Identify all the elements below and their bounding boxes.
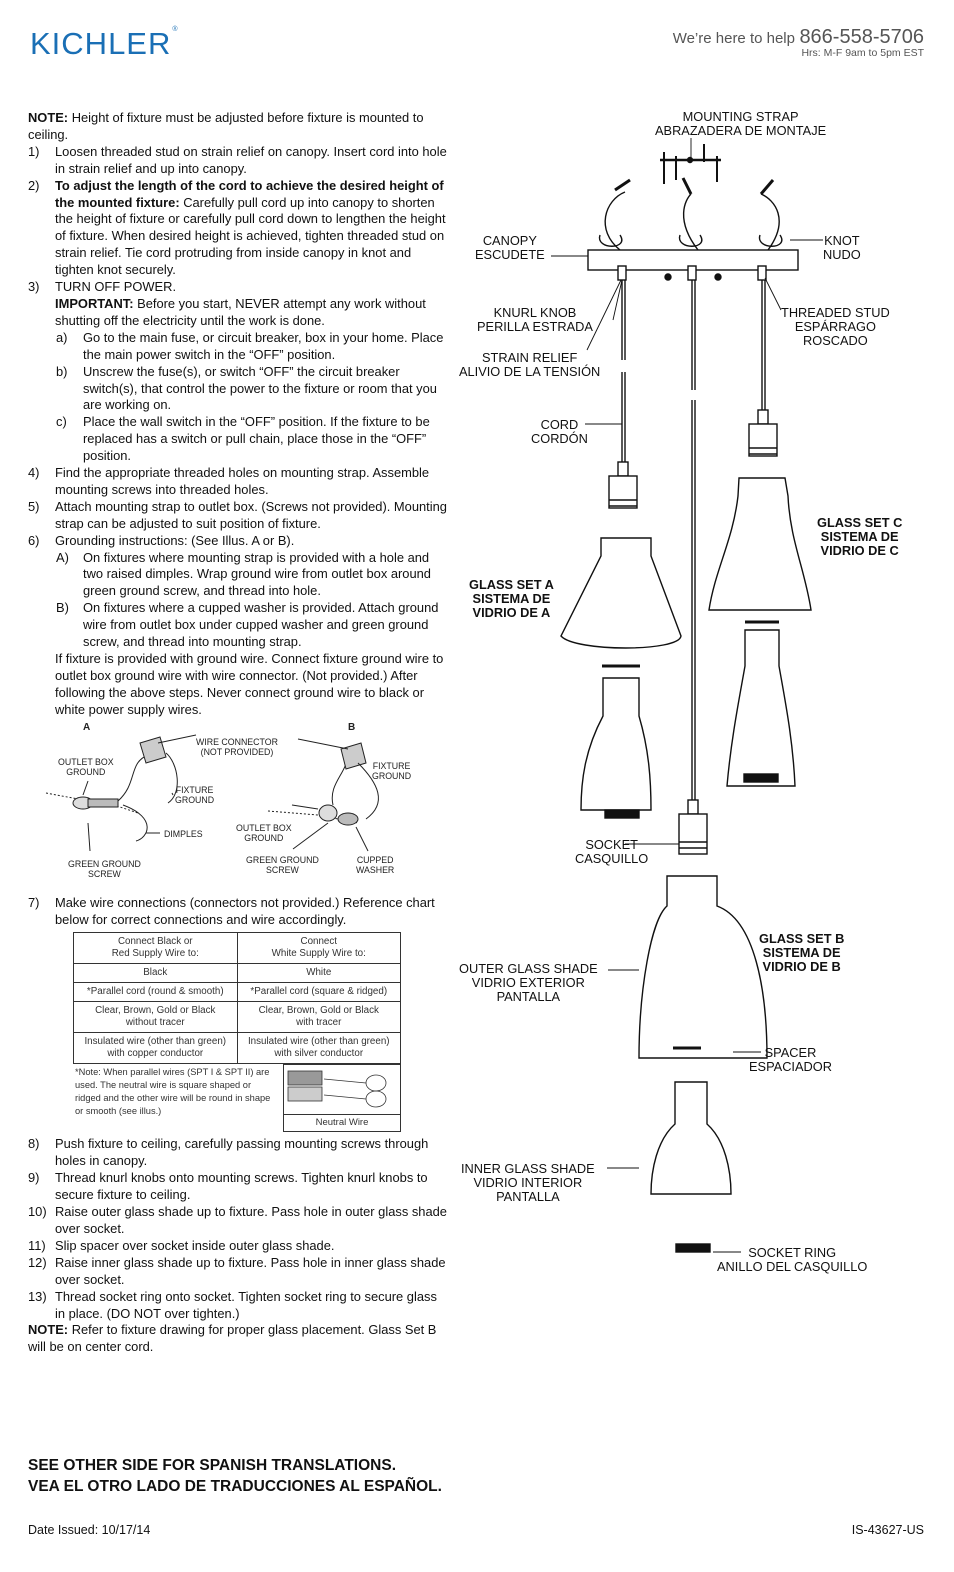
kichler-logo: KICHLER® [30,26,179,61]
dimples-label: DIMPLES [164,828,203,839]
threaded-stud-label: THREADED STUD ESPÁRRAGO ROSCADO [781,305,890,348]
outlet-box-ground-a-label: OUTLET BOX GROUND [58,756,114,777]
socket-label: SOCKET CASQUILLO [575,837,649,866]
step-3b: b)Unscrew the fuse(s), or switch “OFF” t… [56,363,437,413]
spanish-translation-note: SEE OTHER SIDE FOR SPANISH TRANSLATIONS.… [28,1455,442,1497]
fixture-exploded-diagram: MOUNTING STRAP ABRAZADERA DE MONTAJE CAN… [455,100,945,1300]
table-cell: Insulated wire (other than green) with s… [236,1032,401,1065]
strain-relief-label: STRAIN RELIEF ALIVIO DE LA TENSIÓN [459,350,601,379]
grounding-illustration: A B WIRE CONNECTOR (NOT PROVIDED) OUTLET… [28,721,448,895]
step-11: 11)Slip spacer over socket inside outer … [28,1237,335,1253]
wire-connection-table: Connect Black or Red Supply Wire to: Con… [73,932,401,1065]
parallel-wire-note: *Note: When parallel wires (SPT I & SPT … [73,1064,401,1136]
table-cell: Black [73,963,238,984]
table-cell: Clear, Brown, Gold or Black with tracer [236,1001,401,1034]
help-contact: We’re here to help 866-558-5706 Hrs: M-F… [673,26,924,59]
cupped-washer-label: CUPPED WASHER [356,854,395,875]
step-5: 5)Attach mounting strap to outlet box. (… [28,498,447,531]
step-12: 12)Raise inner glass shade up to fixture… [28,1254,446,1287]
step-2: 2)To adjust the length of the cord to ac… [28,177,446,278]
inner-glass-shade-label: INNER GLASS SHADE VIDRIO INTERIOR PANTAL… [461,1161,595,1204]
table-cell: White [236,963,401,984]
note-intro: NOTE: Height of fixture must be adjusted… [28,110,424,142]
socket-ring-label: SOCKET RING ANILLO DEL CASQUILLO [717,1245,868,1274]
step-10: 10)Raise outer glass shade up to fixture… [28,1204,447,1236]
step-13: 13)Thread socket ring onto socket. Tight… [28,1288,437,1321]
spacer-label: SPACER ESPACIADOR [749,1045,832,1074]
spanish-note-english: SEE OTHER SIDE FOR SPANISH TRANSLATIONS. [28,1457,397,1474]
parallel-cord-icon [287,1071,387,1108]
step-6: 6)Grounding instructions: (See Illus. A … [28,532,295,548]
cord-label: CORD CORDÓN [531,417,588,446]
green-ground-screw-a-label: GREEN GROUND SCREW [68,858,141,879]
instructions-column: NOTE: Height of fixture must be adjusted… [28,110,448,1356]
step-1: 1)Loosen threaded stud on strain relief … [28,143,447,176]
table-cell: *Parallel cord (square & ridged) [236,982,401,1003]
fixture-ground-a-label: FIXTURE GROUND [175,784,215,805]
outer-glass-shade-label: OUTER GLASS SHADE VIDRIO EXTERIOR PANTAL… [459,961,598,1004]
mounting-strap-label: MOUNTING STRAP ABRAZADERA DE MONTAJE [655,109,827,138]
knot-label: KNOT NUDO [823,233,861,262]
support-hours: Hrs: M-F 9am to 5pm EST [801,47,924,59]
wire-connector-label: WIRE CONNECTOR (NOT PROVIDED) [196,736,278,757]
knurl-knob-label: KNURL KNOB PERILLA ESTRADA [477,305,593,334]
note-glass-placement: NOTE: Refer to fixture drawing for prope… [28,1322,437,1355]
help-text: We’re here to help [672,30,795,47]
table-row: *Parallel cord (round & smooth) *Paralle… [73,982,401,1003]
step-7: 7)Make wire connections (connectors not … [28,894,435,927]
step-3c: c)Place the wall switch in the “OFF” pos… [56,414,430,464]
illus-b-label: B [348,721,356,733]
table-row: Connect Black or Red Supply Wire to: Con… [73,932,401,965]
canopy-label: CANOPY ESCUDETE [475,233,545,262]
phone-number: 866-558-5706 [799,26,924,48]
grounding-illustration-graphic [45,734,379,851]
neutral-wire-label: Neutral Wire [284,1113,400,1132]
step-3: 3)TURN OFF POWER.IMPORTANT: Before you s… [28,279,426,328]
fixture-diagram-graphic [551,138,823,1253]
document-id: IS-43627-US [851,1523,924,1537]
illus-a-label: A [83,721,91,733]
step-3a: a)Go to the main fuse, or circuit breake… [56,329,444,362]
table-header-white: Connect White Supply Wire to: [236,932,401,965]
fixture-ground-b-label: FIXTURE GROUND [372,760,412,781]
table-cell: Insulated wire (other than green) with c… [73,1032,238,1065]
table-cell: *Parallel cord (round & smooth) [73,982,238,1003]
step-6b: B)On fixtures where a cupped washer is p… [56,600,439,650]
step-6a: A)On fixtures where mounting strap is pr… [56,549,431,599]
table-cell: Clear, Brown, Gold or Black without trac… [73,1001,238,1034]
step-6-ground-wire: If fixture is provided with ground wire.… [55,651,444,717]
step-9: 9)Thread knurl knobs onto mounting screw… [28,1170,428,1203]
outlet-box-ground-b-label: OUTLET BOX GROUND [236,822,292,843]
spanish-note-spanish: VEA EL OTRO LADO DE TRADUCCIONES AL ESPA… [28,1478,442,1495]
green-ground-screw-b-label: GREEN GROUND SCREW [246,854,319,875]
step-8: 8)Push fixture to ceiling, carefully pas… [28,1136,429,1169]
table-row: Insulated wire (other than green) with c… [73,1032,401,1065]
table-row: Clear, Brown, Gold or Black without trac… [73,1001,401,1034]
date-issued: Date Issued: 10/17/14 [28,1523,151,1537]
table-header-black: Connect Black or Red Supply Wire to: [73,932,238,965]
neutral-wire-illustration: Neutral Wire [283,1064,401,1133]
parallel-wire-note-text: *Note: When parallel wires (SPT I & SPT … [75,1067,271,1116]
step-4: 4)Find the appropriate threaded holes on… [28,465,430,497]
glass-set-b-label: GLASS SET B SISTEMA DE VIDRIO DE B [759,931,845,974]
table-row: Black White [73,963,401,984]
glass-set-a-label: GLASS SET A SISTEMA DE VIDRIO DE A [469,577,554,620]
glass-set-c-label: GLASS SET C SISTEMA DE VIDRIO DE C [817,515,903,558]
